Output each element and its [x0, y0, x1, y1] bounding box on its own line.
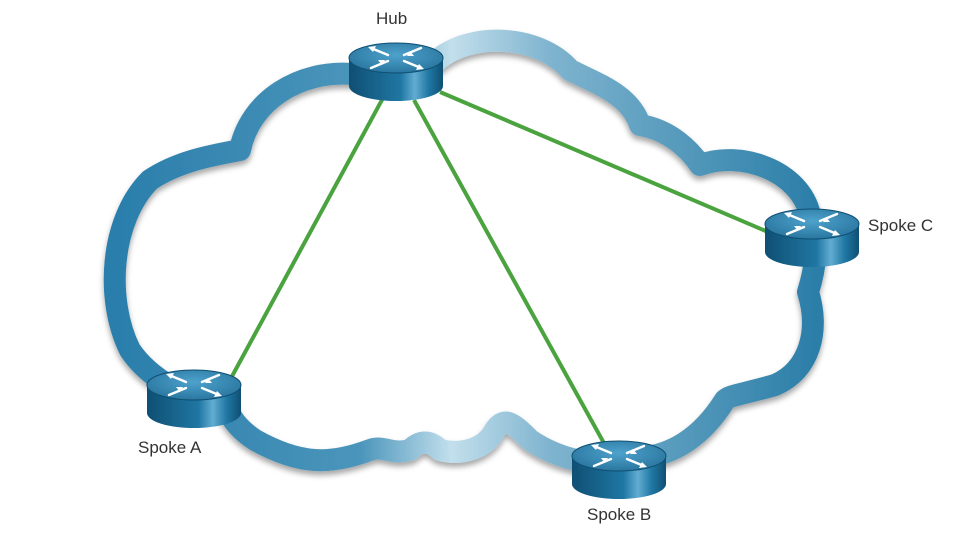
router-icon[interactable] — [763, 207, 861, 269]
spoke-c-label: Spoke C — [868, 216, 934, 235]
router-icon[interactable] — [347, 41, 445, 103]
link-hub-spoke-a — [228, 97, 385, 381]
router-icon[interactable] — [570, 439, 668, 501]
spoke-a-label: Spoke A — [138, 438, 202, 457]
spoke-b-label: Spoke B — [587, 505, 652, 524]
link-hub-spoke-c — [439, 90, 769, 234]
hub-label: Hub — [376, 9, 408, 28]
router-icon[interactable] — [145, 368, 243, 430]
link-hub-spoke-b — [412, 99, 607, 446]
